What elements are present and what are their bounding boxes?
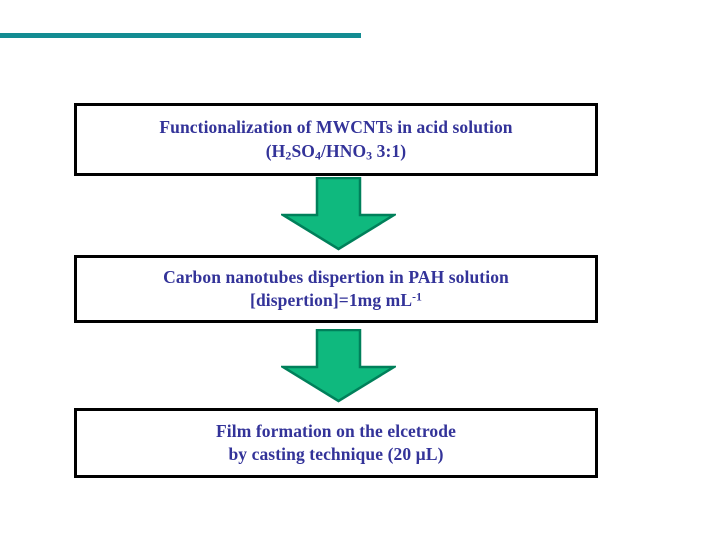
flowchart-step-box-2[interactable]: Carbon nanotubes dispertion in PAH solut…: [74, 255, 598, 323]
step-3-line-1: Film formation on the elcetrode: [216, 420, 456, 441]
step-3-line-2: by casting technique (20 µL): [228, 444, 444, 464]
step-1-line-1: Functionalization of MWCNTs in acid solu…: [159, 117, 513, 138]
step-2-line-2: [dispertion]=1mg mL-1: [250, 290, 422, 310]
flowchart-step-box-3[interactable]: Film formation on the elcetrode by casti…: [74, 408, 598, 478]
step-2-line-1: Carbon nanotubes dispertion in PAH solut…: [163, 266, 509, 287]
down-arrow-icon-2: [281, 329, 396, 403]
step-1-line-2: (H2SO4/HNO3 3:1): [265, 140, 407, 163]
teal-rule-decoration: [0, 33, 361, 38]
flowchart-step-box-1[interactable]: Functionalization of MWCNTs in acid solu…: [74, 103, 598, 176]
down-arrow-icon-1: [281, 177, 396, 251]
